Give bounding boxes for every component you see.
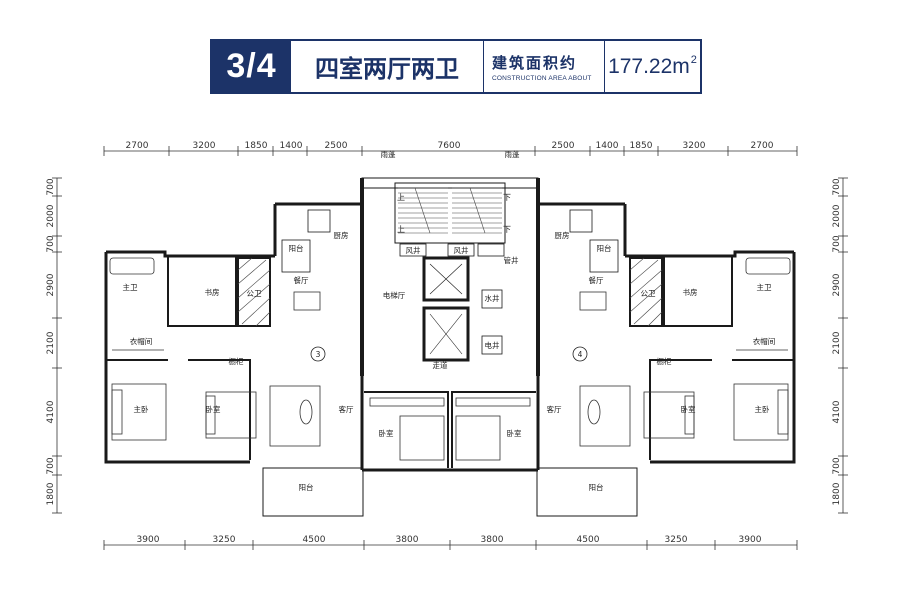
public-bath-hatch xyxy=(237,257,663,327)
label-water-well: 水井 xyxy=(485,293,500,303)
dim-left-3: 700 xyxy=(46,235,56,252)
label-canopy-left: 雨蓬 xyxy=(381,149,396,159)
dim-top-2: 3200 xyxy=(193,141,216,151)
dim-right-3: 700 xyxy=(832,235,842,252)
label-bed-right: 卧室 xyxy=(681,404,696,414)
area-label-en: CONSTRUCTION AREA ABOUT xyxy=(492,74,592,82)
label-elevator-hall: 电梯厅 xyxy=(383,290,406,300)
stair-down-mark: 下 xyxy=(503,193,511,202)
label-electric-well: 电井 xyxy=(485,340,500,350)
core-walls xyxy=(360,177,540,376)
label-master-bed-left: 主卧 xyxy=(134,404,149,414)
dim-bottom-3: 4500 xyxy=(303,535,326,545)
dim-left-1: 700 xyxy=(46,178,56,195)
dim-top-9: 1850 xyxy=(630,141,653,151)
label-master-bath-left: 主卫 xyxy=(123,282,138,292)
dim-top-11: 2700 xyxy=(751,141,774,151)
area-label: 建筑面积约 xyxy=(492,53,578,72)
top-dimension-line xyxy=(103,146,798,156)
area-number: 177.22m xyxy=(608,54,690,78)
label-bed-center-right: 卧室 xyxy=(507,428,522,438)
layout-title: 四室两厅两卫 xyxy=(291,41,484,92)
stair-down-mark-2: 下 xyxy=(503,225,511,234)
label-master-bath-right: 主卫 xyxy=(757,282,772,292)
furniture xyxy=(109,257,791,461)
area-unit-superscript: 2 xyxy=(690,53,697,66)
dim-top-3: 1850 xyxy=(245,141,268,151)
dim-bottom-4: 3800 xyxy=(396,535,419,545)
label-balcony-big-left: 阳台 xyxy=(299,482,314,492)
title-banner: 3/4 四室两厅两卫 建筑面积约 CONSTRUCTION AREA ABOUT… xyxy=(210,39,702,94)
dim-right-7: 700 xyxy=(832,457,842,474)
label-bed-center-left: 卧室 xyxy=(379,428,394,438)
left-dimension-line xyxy=(52,177,62,514)
dim-top-4: 1400 xyxy=(280,141,303,151)
elevator-shafts xyxy=(399,243,505,362)
dim-left-2: 2000 xyxy=(46,204,56,227)
label-living-right: 客厅 xyxy=(547,404,562,414)
dim-left-4: 2900 xyxy=(46,273,56,296)
dim-top-7: 2500 xyxy=(552,141,575,151)
label-kitchen-right: 厨房 xyxy=(555,230,570,240)
label-unit-no-right: 4 xyxy=(578,350,583,359)
unit-outer-walls xyxy=(104,202,796,517)
label-wind-well-2: 风井 xyxy=(454,245,469,255)
label-study-left: 书房 xyxy=(205,287,220,297)
label-corridor: 走道 xyxy=(433,360,448,370)
unit-markers xyxy=(310,346,588,362)
label-public-bath-left: 公卫 xyxy=(247,289,262,298)
label-public-bath-right: 公卫 xyxy=(641,289,656,298)
label-master-bed-right: 主卧 xyxy=(755,404,770,414)
label-dining-right: 餐厅 xyxy=(589,276,604,285)
label-cabinet-left: 橱柜 xyxy=(229,356,244,366)
stair-up-mark: 上 xyxy=(397,193,405,202)
label-cabinet-right: 橱柜 xyxy=(657,356,672,366)
dim-right-5: 2100 xyxy=(832,331,842,354)
stairs xyxy=(398,187,502,234)
unit-number: 3/4 xyxy=(212,41,291,92)
label-canopy-right: 雨蓬 xyxy=(505,149,520,159)
dim-bottom-1: 3900 xyxy=(137,535,160,545)
dim-bottom-6: 4500 xyxy=(577,535,600,545)
label-balcony-small-right: 阳台 xyxy=(597,243,612,253)
area-label-block: 建筑面积约 CONSTRUCTION AREA ABOUT xyxy=(484,41,605,92)
stair-up-mark-2: 上 xyxy=(397,225,405,234)
dim-top-5: 2500 xyxy=(325,141,348,151)
label-living-left: 客厅 xyxy=(339,404,354,414)
label-closet-left: 衣帽间 xyxy=(130,336,153,346)
right-dimension-line xyxy=(838,177,848,514)
bottom-dimension-line xyxy=(103,540,798,550)
dim-left-5: 2100 xyxy=(46,331,56,354)
label-closet-right: 衣帽间 xyxy=(753,336,776,346)
dim-right-1: 700 xyxy=(832,178,842,195)
label-kitchen-left: 厨房 xyxy=(334,230,349,240)
dim-top-10: 3200 xyxy=(683,141,706,151)
label-balcony-small-left: 阳台 xyxy=(289,243,304,253)
dim-left-8: 1800 xyxy=(46,482,56,505)
dim-bottom-8: 3900 xyxy=(739,535,762,545)
dim-right-4: 2900 xyxy=(832,273,842,296)
dim-bottom-2: 3250 xyxy=(213,535,236,545)
dim-left-7: 700 xyxy=(46,457,56,474)
label-bed-left: 卧室 xyxy=(206,404,221,414)
label-unit-no-left: 3 xyxy=(316,350,321,359)
dim-bottom-7: 3250 xyxy=(665,535,688,545)
dim-left-6: 4100 xyxy=(46,400,56,423)
dim-bottom-5: 3800 xyxy=(481,535,504,545)
dim-right-6: 4100 xyxy=(832,400,842,423)
label-shaft-well: 管井 xyxy=(504,255,519,265)
label-balcony-big-right: 阳台 xyxy=(589,482,604,492)
label-study-right: 书房 xyxy=(683,287,698,297)
dim-right-2: 2000 xyxy=(832,204,842,227)
label-wind-well-1: 风井 xyxy=(406,245,421,255)
dim-top-6: 7600 xyxy=(438,141,461,151)
dim-right-8: 1800 xyxy=(832,482,842,505)
label-dining-left: 餐厅 xyxy=(294,276,309,285)
dim-top-8: 1400 xyxy=(596,141,619,151)
dim-top-1: 2700 xyxy=(126,141,149,151)
